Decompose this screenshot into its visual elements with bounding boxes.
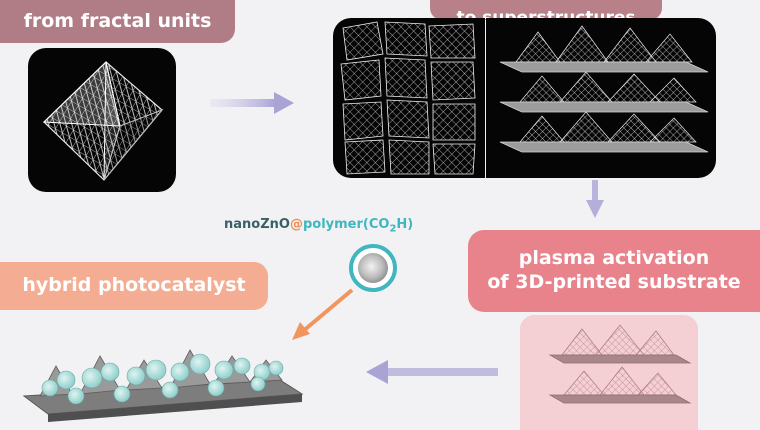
- fractal-unit-panel: [28, 48, 176, 192]
- label-plasma-activation: plasma activation of 3D-printed substrat…: [468, 230, 760, 312]
- label-text: from fractal units: [23, 9, 212, 32]
- arrow-right-icon: [210, 92, 294, 114]
- printed-substrate-image: [548, 324, 692, 404]
- superstructure-lattice-panel: [333, 18, 485, 178]
- label-plasma-line1: plasma activation: [518, 247, 710, 270]
- layered-superstructure-image: [499, 25, 709, 153]
- hybrid-photocatalyst-image: [22, 349, 304, 422]
- formula-subscript: 2: [389, 223, 397, 235]
- formula-at: @: [289, 217, 303, 232]
- label-text: hybrid photocatalyst: [22, 274, 246, 297]
- formula-polymer: polymer(CO: [302, 217, 390, 232]
- label-text: to superstructures: [456, 7, 636, 20]
- label-plasma-line2: of 3D-printed substrate: [487, 271, 741, 293]
- printed-substrate-panel: [520, 315, 698, 430]
- arrow-down-icon: [586, 180, 604, 218]
- label-plasma-lines: plasma activation of 3D-printed substrat…: [487, 247, 740, 295]
- lattice-superstructure-image: [340, 21, 476, 175]
- nanozno-polymer-formula: nanoZnO@polymer(CO2H): [224, 217, 413, 235]
- nanoparticle-icon: [349, 244, 397, 292]
- formula-end: H): [396, 217, 414, 232]
- label-hybrid-photocatalyst: hybrid photocatalyst: [0, 262, 268, 310]
- label-to-superstructures: to superstructures: [430, 0, 662, 20]
- formula-nanozno: nanoZnO: [224, 217, 290, 232]
- arrow-left-icon: [366, 360, 498, 384]
- label-from-fractal-units: from fractal units: [0, 0, 235, 43]
- fractal-octahedron-image: [42, 61, 164, 181]
- superstructure-layers-panel: [486, 18, 716, 178]
